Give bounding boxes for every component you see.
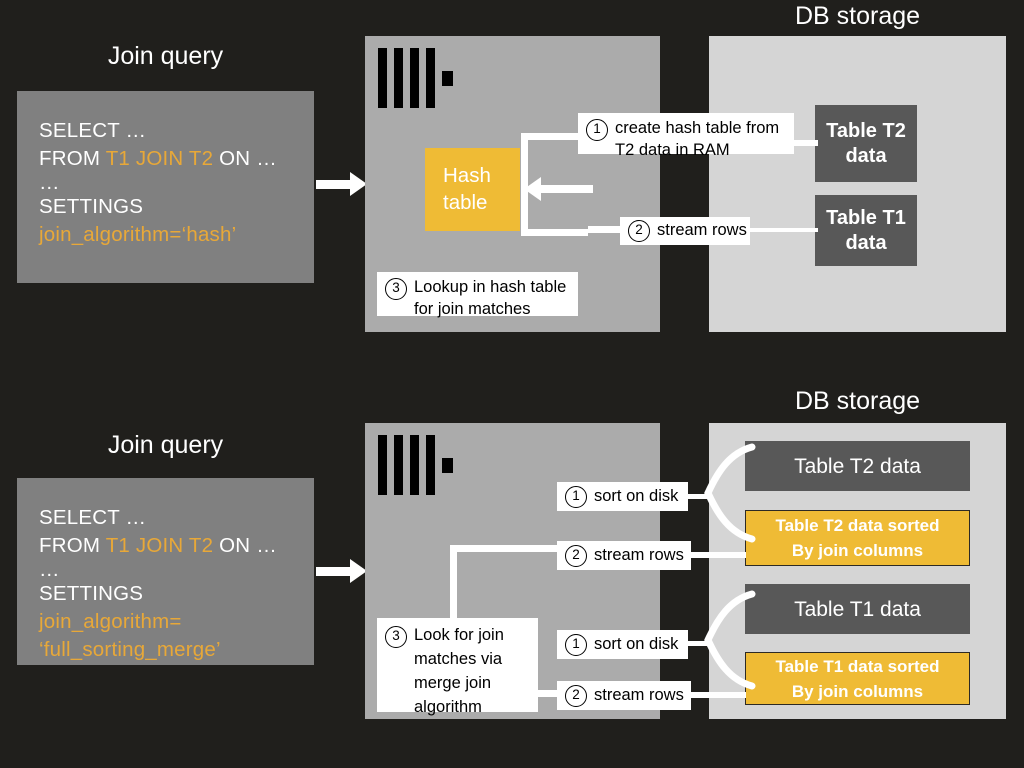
- bottom-callout-sort-on-disk-t1: 1 sort on disk: [557, 630, 688, 659]
- bottom-sql-line-6: ‘full_sorting_merge’: [39, 638, 221, 661]
- bottom-connector-elbow-t1: [533, 690, 565, 697]
- top-storage-chip-t2: Table T2 data: [815, 105, 917, 182]
- top-sql-query-card: SELECT … FROM T1 JOIN T2 ON … … SETTINGS…: [17, 91, 314, 283]
- bottom-chip-t2-data-text: Table T2 data: [794, 454, 921, 478]
- top-hash-table-line-2: table: [443, 191, 488, 214]
- bottom-sql-on-kw: ON …: [213, 534, 277, 557]
- bottom-callout-stream-rows-t1: 2 stream rows: [557, 681, 691, 710]
- top-db-storage-panel: [709, 36, 1006, 332]
- bottom-db-storage-title: DB storage: [794, 387, 921, 415]
- bottom-chip-t1-sorted-line-1: Table T1 data sorted: [775, 656, 940, 676]
- top-sql-line-1: SELECT …: [39, 119, 147, 142]
- bottom-sql-line-3: …: [39, 558, 60, 581]
- top-sql-tables: T1 JOIN T2: [105, 147, 214, 170]
- top-callout-stream-rows: 2 stream rows: [620, 217, 750, 245]
- bottom-callout-sort-on-disk-t2: 1 sort on disk: [557, 482, 688, 511]
- top-query-to-engine-arrow: [316, 171, 368, 197]
- bottom-chip-t2-sorted-line-2: By join columns: [791, 541, 924, 560]
- top-chip-t2-line-2: data: [845, 144, 887, 167]
- top-join-query-title: Join query: [107, 42, 224, 70]
- top-callout-create-hash-table: 1 create hash table from T2 data in RAM: [578, 113, 794, 159]
- bottom-chip-t2-sorted-line-1: Table T2 data sorted: [775, 516, 940, 535]
- top-connector-hash-arrow-shaft: [538, 185, 593, 193]
- bottom-sql-from-kw: FROM: [39, 534, 106, 557]
- top-callout-2-number: 2: [628, 220, 650, 242]
- bottom-storage-chip-t1-sorted: Table T1 data sorted By join columns: [745, 652, 970, 705]
- bottom-storage-chip-t1-data: Table T1 data: [745, 584, 970, 634]
- bottom-sql-tables: T1 JOIN T2: [105, 534, 214, 557]
- bottom-query-to-engine-arrow: [316, 558, 368, 584]
- bottom-connector-streamrows-t2-line: [688, 552, 746, 558]
- bottom-join-query-title: Join query: [107, 431, 224, 459]
- bottom-callout-stream-t1-text: stream rows: [594, 685, 684, 704]
- top-callout-1-text: create hash table from T2 data in RAM: [615, 119, 780, 159]
- top-connector-callout2-to-t1: [748, 228, 818, 232]
- top-sql-line-2: FROM T1 JOIN T2 ON …: [39, 145, 292, 173]
- bottom-callout-merge-join: 3 Look for join matches via merge join a…: [377, 618, 538, 716]
- top-connector-stream-rows-line: [588, 226, 630, 233]
- bottom-storage-chip-t2-sorted: Table T2 data sorted By join columns: [745, 510, 970, 566]
- bottom-clickhouse-logo-icon: [378, 435, 458, 495]
- bottom-callout-stream-t1-number: 2: [565, 684, 587, 707]
- bottom-connector-elbow-t2: [450, 545, 562, 625]
- top-callout-3-text: Lookup in hash table for join matches: [414, 278, 567, 318]
- bottom-bracket-t2: [704, 443, 756, 543]
- bottom-callout-3-text: Look for join matches via merge join alg…: [414, 626, 504, 716]
- top-chip-t1-line-2: data: [845, 231, 887, 254]
- top-callout-1-number: 1: [586, 119, 608, 141]
- bottom-callout-stream-rows-t2: 2 stream rows: [557, 541, 691, 570]
- top-chip-t1-line-1: Table T1: [826, 206, 906, 229]
- bottom-callout-sort-t2-number: 1: [565, 485, 587, 508]
- top-storage-chip-t1: Table T1 data: [815, 195, 917, 266]
- bottom-connector-sortdisk-t2-stub: [688, 494, 710, 499]
- top-sql-line-4: SETTINGS: [39, 195, 144, 218]
- bottom-chip-t1-sorted-line-2: By join columns: [791, 681, 924, 701]
- top-sql-from-kw: FROM: [39, 147, 106, 170]
- top-chip-t2-line-1: Table T2: [826, 119, 906, 142]
- bottom-sql-line-1: SELECT …: [39, 506, 147, 529]
- bottom-bracket-t1: [704, 590, 756, 690]
- top-hash-table-box: Hash table: [425, 148, 520, 231]
- top-connector-callout1-to-t2: [790, 140, 818, 146]
- bottom-callout-stream-t2-text: stream rows: [594, 545, 684, 564]
- bottom-sql-line-5: join_algorithm=: [39, 610, 182, 633]
- top-arrow-into-hash-table: [524, 177, 541, 201]
- bottom-sql-line-2: FROM T1 JOIN T2 ON …: [39, 532, 292, 560]
- top-callout-2-text: stream rows: [657, 221, 747, 240]
- bottom-callout-sort-t1-text: sort on disk: [594, 634, 679, 653]
- top-callout-lookup-hash-table: 3 Lookup in hash table for join matches: [377, 272, 578, 318]
- bottom-callout-sort-t1-number: 1: [565, 633, 587, 656]
- top-hash-table-line-1: Hash: [443, 164, 491, 187]
- top-callout-3-number: 3: [385, 278, 407, 300]
- bottom-sql-query-card: SELECT … FROM T1 JOIN T2 ON … … SETTINGS…: [17, 478, 314, 665]
- bottom-sql-line-4: SETTINGS: [39, 582, 144, 605]
- bottom-callout-3-number: 3: [385, 626, 407, 648]
- top-sql-line-3: …: [39, 171, 60, 194]
- bottom-chip-t1-data-text: Table T1 data: [794, 597, 921, 621]
- bottom-callout-sort-t2-text: sort on disk: [594, 486, 679, 505]
- bottom-callout-stream-t2-number: 2: [565, 544, 587, 567]
- top-sql-on-kw: ON …: [213, 147, 277, 170]
- bottom-connector-sortdisk-t1-stub: [688, 641, 710, 646]
- top-clickhouse-logo-icon: [378, 48, 458, 108]
- bottom-storage-chip-t2-data: Table T2 data: [745, 441, 970, 491]
- bottom-connector-streamrows-t1-line: [688, 692, 746, 698]
- top-db-storage-title: DB storage: [794, 2, 921, 30]
- top-sql-line-5: join_algorithm=‘hash’: [39, 223, 237, 246]
